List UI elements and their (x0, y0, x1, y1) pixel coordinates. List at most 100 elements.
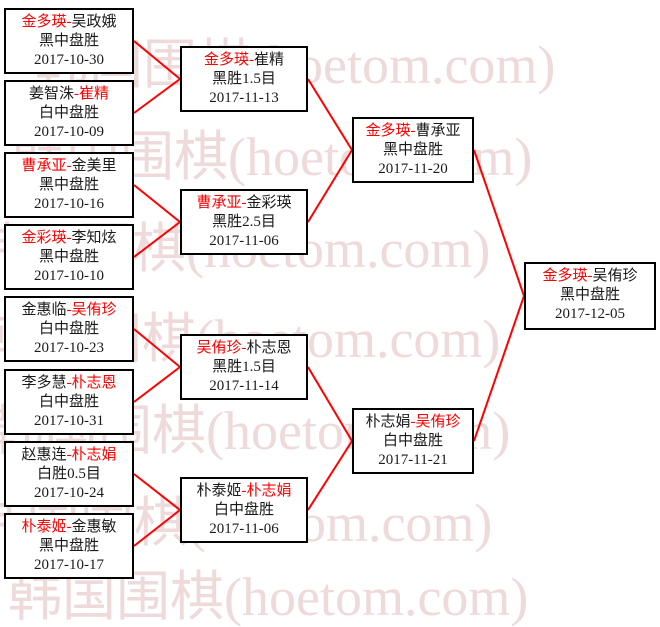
match-result: 白中盘胜 (38, 321, 99, 337)
player-name: 朴泰姬 (21, 519, 67, 535)
player-name: 崔精 (79, 86, 110, 102)
match-players: 金多瑛-曹承亚 (354, 122, 472, 141)
match-players: 金多瑛-崔精 (182, 51, 306, 70)
match-date: 2017-10-10 (34, 268, 104, 284)
player-name: 吴侑珍 (71, 302, 117, 318)
name-separator: - (74, 86, 79, 102)
match-box-round2-3: 吴侑珍-朴志恩 黑胜1.5目 2017-11-14 (180, 334, 308, 400)
match-result: 白胜0.5目 (37, 466, 101, 482)
player-name: 金惠敏 (71, 519, 117, 535)
player-name: 姜智洙 (28, 86, 74, 102)
match-players: 姜智洙-崔精 (6, 85, 132, 104)
match-result: 黑胜1.5目 (212, 359, 276, 375)
match-box-round1-7: 赵惠连-朴志娟 白胜0.5目 2017-10-24 (4, 441, 134, 507)
match-result: 白中盘胜 (38, 105, 99, 121)
match-box-round1-5: 金惠临-吴侑珍 白中盘胜 2017-10-23 (4, 296, 134, 362)
player-name: 朴志娟 (71, 447, 117, 463)
player-name: 朴志娟 (365, 414, 411, 430)
match-box-round1-2: 姜智洙-崔精 白中盘胜 2017-10-09 (4, 80, 134, 146)
player-name: 吴侑珍 (592, 268, 638, 284)
name-separator: - (66, 375, 72, 391)
bracket-connector-lines (133, 40, 525, 547)
player-name: 曹承亚 (196, 195, 242, 211)
match-date: 2017-10-31 (34, 413, 104, 429)
match-players: 金多瑛-吴侑珍 (526, 267, 654, 286)
player-name: 金彩瑛 (246, 195, 292, 211)
match-result: 白中盘胜 (213, 502, 274, 518)
name-separator: - (249, 52, 254, 68)
match-date: 2017-10-23 (34, 340, 104, 356)
match-box-round2-2: 曹承亚-金彩瑛 黑胜2.5目 2017-11-06 (180, 189, 308, 255)
match-result: 黑中盘胜 (382, 142, 443, 158)
match-date: 2017-10-16 (34, 196, 104, 212)
player-name: 吴政娥 (71, 14, 117, 30)
player-name: 李知炫 (71, 230, 117, 246)
player-name: 金彩瑛 (21, 230, 67, 246)
match-result: 白中盘胜 (382, 433, 443, 449)
match-result: 黑胜1.5目 (212, 71, 276, 87)
match-date: 2017-11-06 (209, 521, 279, 537)
match-players: 赵惠连-朴志娟 (6, 446, 132, 465)
match-box-round1-4: 金彩瑛-李知炫 黑中盘胜 2017-10-10 (4, 224, 134, 290)
match-box-round1-6: 李多慧-朴志恩 白中盘胜 2017-10-31 (4, 369, 134, 435)
match-box-round1-3: 曹承亚-金美里 黑中盘胜 2017-10-16 (4, 152, 134, 218)
match-box-semifinal-1: 金多瑛-曹承亚 黑中盘胜 2017-11-20 (352, 117, 474, 183)
match-result: 黑胜2.5目 (212, 214, 276, 230)
player-name: 金多瑛 (542, 268, 588, 284)
match-players: 曹承亚-金美里 (6, 157, 132, 176)
match-result: 黑中盘胜 (38, 33, 99, 49)
player-name: 金多瑛 (365, 123, 411, 139)
match-date: 2017-11-13 (209, 90, 279, 106)
player-name: 朴泰姬 (196, 483, 242, 499)
name-separator: - (410, 123, 416, 139)
player-name: 李多慧 (21, 375, 67, 391)
match-date: 2017-11-20 (378, 161, 448, 177)
match-result: 黑中盘胜 (559, 287, 620, 303)
player-name: 朴志娟 (246, 483, 292, 499)
player-name: 曹承亚 (21, 158, 67, 174)
name-separator: - (66, 158, 72, 174)
match-result: 白中盘胜 (38, 394, 99, 410)
name-separator: - (66, 302, 72, 318)
match-date: 2017-11-21 (378, 452, 448, 468)
match-date: 2017-10-24 (34, 485, 104, 501)
name-separator: - (66, 447, 72, 463)
match-date: 2017-12-05 (555, 306, 625, 322)
name-separator: - (410, 414, 416, 430)
player-name: 金惠临 (21, 302, 67, 318)
match-box-round2-1: 金多瑛-崔精 黑胜1.5目 2017-11-13 (180, 46, 308, 112)
match-box-final: 金多瑛-吴侑珍 黑中盘胜 2017-12-05 (524, 262, 656, 330)
name-separator: - (241, 195, 247, 211)
match-players: 金彩瑛-李知炫 (6, 229, 132, 248)
match-result: 黑中盘胜 (38, 177, 99, 193)
player-name: 崔精 (254, 52, 285, 68)
match-box-round1-8: 朴泰姬-金惠敏 黑中盘胜 2017-10-17 (4, 513, 134, 579)
player-name: 金美里 (71, 158, 117, 174)
match-date: 2017-11-06 (209, 233, 279, 249)
match-players: 朴志娟-吴侑珍 (354, 413, 472, 432)
match-result: 黑中盘胜 (38, 249, 99, 265)
match-result: 黑中盘胜 (38, 538, 99, 554)
match-date: 2017-10-30 (34, 52, 104, 68)
match-box-round1-1: 金多瑛-吴政娥 黑中盘胜 2017-10-30 (4, 8, 134, 74)
name-separator: - (587, 268, 593, 284)
match-box-round2-4: 朴泰姬-朴志娟 白中盘胜 2017-11-06 (180, 477, 308, 543)
name-separator: - (241, 483, 247, 499)
match-players: 朴泰姬-金惠敏 (6, 518, 132, 537)
player-name: 朴志恩 (71, 375, 117, 391)
player-name: 朴志恩 (246, 340, 292, 356)
match-players: 吴侑珍-朴志恩 (182, 339, 306, 358)
match-date: 2017-11-14 (209, 378, 279, 394)
player-name: 曹承亚 (415, 123, 461, 139)
match-box-semifinal-2: 朴志娟-吴侑珍 白中盘胜 2017-11-21 (352, 408, 474, 474)
name-separator: - (66, 14, 72, 30)
player-name: 金多瑛 (203, 52, 249, 68)
name-separator: - (66, 519, 72, 535)
name-separator: - (241, 340, 247, 356)
match-players: 金多瑛-吴政娥 (6, 13, 132, 32)
player-name: 吴侑珍 (196, 340, 242, 356)
match-players: 李多慧-朴志恩 (6, 374, 132, 393)
player-name: 吴侑珍 (415, 414, 461, 430)
player-name: 赵惠连 (21, 447, 67, 463)
match-date: 2017-10-09 (34, 124, 104, 140)
